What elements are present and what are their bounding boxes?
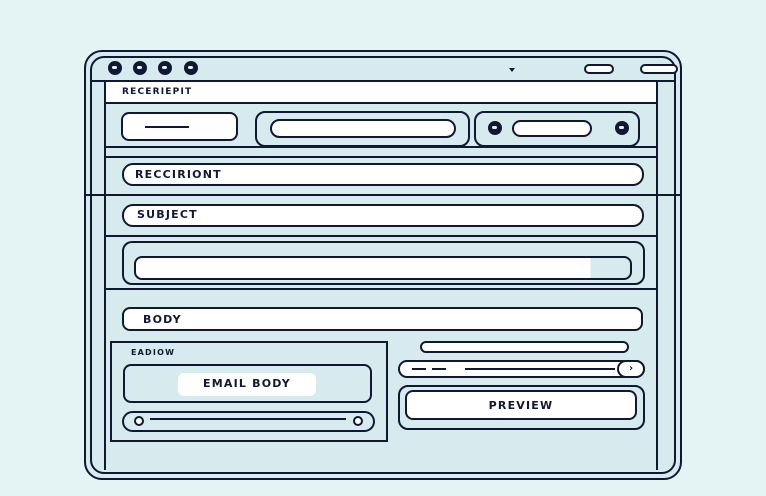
minimize-button[interactable] (584, 64, 614, 74)
divider (84, 194, 682, 196)
slider-handle[interactable] (353, 416, 363, 426)
divider (104, 235, 658, 237)
window-control-dot[interactable] (184, 61, 198, 75)
body-top-line (194, 307, 364, 309)
email-body-label: EMAIL BODY (203, 377, 291, 390)
rail (656, 80, 658, 470)
window-control-dot[interactable] (108, 61, 122, 75)
divider (104, 288, 658, 290)
email-body-box[interactable] (123, 364, 372, 403)
rail (104, 80, 106, 470)
toolbar-group (474, 111, 640, 147)
preview-button[interactable] (405, 390, 637, 420)
toolbar-dot-icon[interactable] (615, 121, 629, 135)
maximize-button[interactable] (640, 64, 678, 74)
minus-icon (145, 126, 189, 128)
toolbar-group (255, 111, 470, 147)
subject-label: SUBJECT (137, 208, 198, 221)
preview-container (398, 385, 645, 430)
window-control-dot[interactable] (133, 61, 147, 75)
field-panel (122, 241, 645, 285)
toolbar (104, 102, 658, 148)
slider-handle[interactable] (134, 416, 144, 426)
email-body-chip (178, 373, 316, 396)
chevron-right-button[interactable]: › (617, 360, 645, 378)
body-label: BODY (143, 313, 182, 326)
url-field-line (465, 368, 615, 370)
editor-panel (110, 341, 388, 442)
url-field-dash (412, 368, 426, 370)
address-bar[interactable] (104, 80, 658, 104)
address-bar-text: RECERIEPIT (122, 87, 193, 97)
slider-track (150, 418, 346, 420)
editor-slider[interactable] (122, 411, 375, 432)
chevron-right-icon: › (628, 363, 634, 374)
divider (104, 156, 658, 158)
recipient-input[interactable] (122, 163, 644, 186)
recipient-label: RECCIRIONT (135, 168, 222, 181)
toolbar-dot-icon[interactable] (488, 121, 502, 135)
right-pill-field[interactable] (420, 341, 629, 353)
body-input[interactable] (122, 307, 643, 331)
text-input[interactable] (134, 256, 632, 280)
toolbar-field[interactable] (270, 119, 456, 138)
subject-input[interactable] (122, 204, 644, 227)
caret-down-icon[interactable] (509, 68, 515, 72)
url-field-dash (432, 368, 446, 370)
window-inner-frame (90, 56, 676, 474)
preview-button-label: PREVIEW (488, 399, 554, 412)
toolbar-pill[interactable] (512, 120, 592, 137)
editor-section-label: EADIOW (131, 348, 176, 357)
window-control-dot[interactable] (158, 61, 172, 75)
